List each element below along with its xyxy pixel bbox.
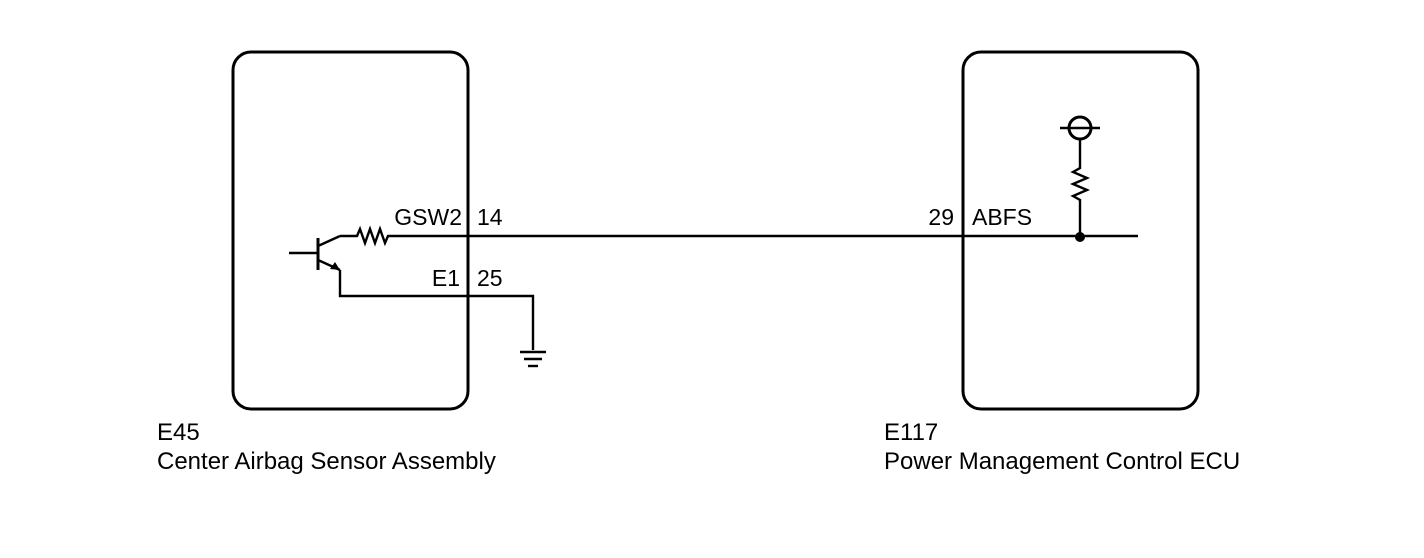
left-component-name: Center Airbag Sensor Assembly xyxy=(157,448,496,475)
pin-number-29: 29 xyxy=(928,204,954,230)
transistor-icon xyxy=(289,234,341,272)
pin-number-25: 25 xyxy=(477,265,503,291)
left-component-code: E45 xyxy=(157,419,200,446)
pin-number-14: 14 xyxy=(477,204,503,230)
pin-terminal-e1: E1 xyxy=(432,265,460,291)
resistor-icon xyxy=(340,225,400,247)
right-component-code: E117 xyxy=(884,419,938,446)
pin-terminal-abfs: ABFS xyxy=(972,204,1032,230)
pull-up-resistor-icon xyxy=(1069,140,1091,236)
voltage-source-icon xyxy=(1060,115,1100,141)
center-airbag-sensor-box xyxy=(231,50,470,411)
junction-dot xyxy=(1075,232,1085,242)
right-component-name: Power Management Control ECU xyxy=(884,448,1240,475)
pin-terminal-gsw2: GSW2 xyxy=(394,204,462,230)
ground-wire xyxy=(338,270,535,350)
power-management-ecu-box xyxy=(961,50,1200,411)
ground-icon xyxy=(520,350,546,368)
